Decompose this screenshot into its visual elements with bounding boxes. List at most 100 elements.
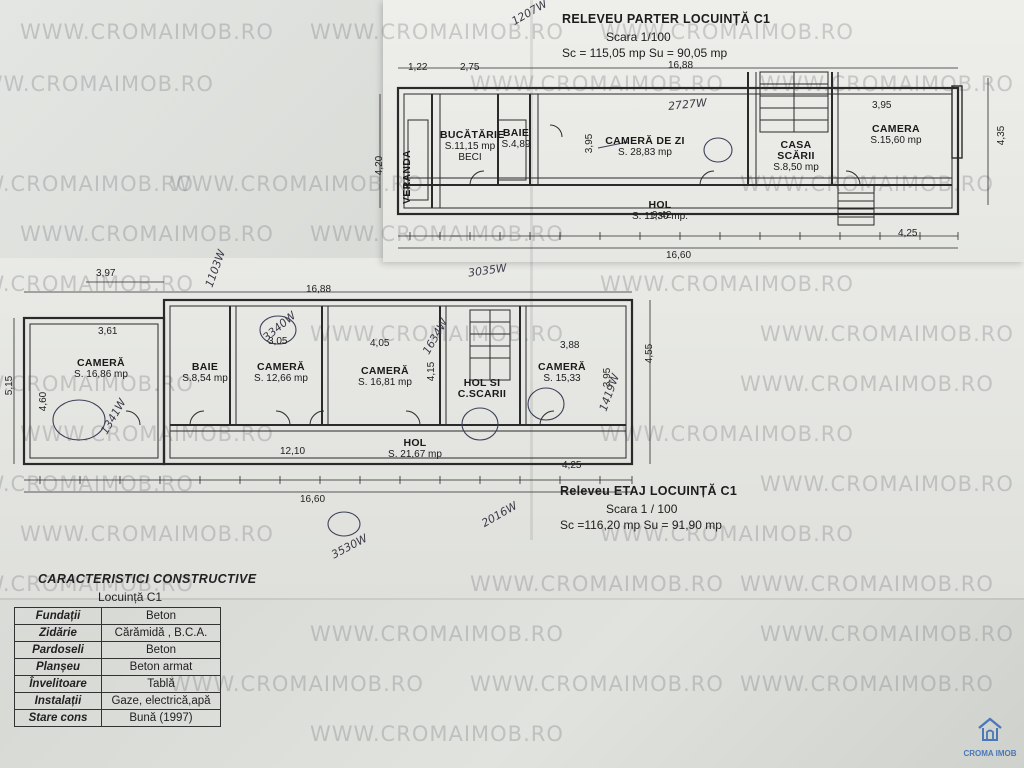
room-kitchen: BUCĂTĂRIE S.11,15 mp BECI: [440, 129, 505, 164]
room-area: S. 16,86 mp: [74, 369, 128, 380]
room-name: BUCĂTĂRIE: [440, 129, 505, 141]
spec-value: Cărămidă , B.C.A.: [101, 624, 221, 642]
dim-room2: 3,95: [584, 133, 596, 154]
croma-imob-logo: CROMA IMOB: [958, 716, 1022, 758]
dim-right: 4,35: [996, 125, 1008, 146]
room-name: HOL: [403, 437, 427, 449]
room-extra: BECI: [458, 152, 482, 163]
room-stairwell: CASA SCĂRII S.8,50 mp: [764, 139, 828, 174]
room-name: CAMERĂ: [538, 361, 586, 373]
handwritten-marks: [52, 137, 733, 537]
room-stair-hall: HOL SI C.SCARII: [450, 378, 514, 400]
room-bedroom-4: CAMERĂ S. 15,33: [530, 361, 594, 385]
spec-key: Planșeu: [14, 658, 102, 676]
ground-floor-areas: Sc = 115,05 mp Su = 90,05 mp: [562, 46, 728, 60]
room-living: CAMERĂ DE ZI S. 28,83 mp: [590, 135, 700, 159]
upper-floor-title: Releveu ETAJ LOCUINȚĂ C1: [560, 484, 738, 498]
dim-step: 4,25: [562, 460, 582, 471]
spec-value: Beton: [101, 607, 221, 625]
dim-r4: 3,88: [560, 340, 580, 351]
room-area: S. 15,33: [543, 373, 581, 384]
spec-key: Zidărie: [14, 624, 102, 642]
room-name: BAIE: [191, 361, 219, 373]
house-logo-icon: [978, 717, 1002, 741]
room-area: S. 21,67 mp: [388, 449, 442, 460]
room-hall-upper: HOL S. 21,67 mp: [360, 437, 470, 461]
dim-mid: 4,15: [426, 361, 438, 382]
room-bedroom-1: CAMERĂ S. 16,86 mp: [56, 357, 146, 381]
room-area: S. 16,81 mp: [358, 377, 412, 388]
spec-value: Bună (1997): [101, 709, 221, 727]
dim-top: 16,88: [306, 284, 332, 295]
room-name: CAMERĂ: [77, 357, 125, 369]
room-name: HOL: [648, 199, 672, 211]
room-name: CAMERĂ: [361, 365, 409, 377]
upper-floor-plan: [13, 281, 651, 493]
room-area: S. 11,30 mp.: [632, 211, 688, 222]
room-area: S. 12,66 mp: [254, 373, 308, 384]
room-name: CASA SCĂRII: [777, 139, 815, 162]
room-name: HOL SI C.SCARII: [457, 377, 507, 400]
room-name: CAMERĂ DE ZI: [605, 135, 685, 147]
characteristics-title: CARACTERISTICI CONSTRUCTIVE: [38, 572, 257, 586]
room-name: CAMERA: [872, 123, 920, 135]
dim-top: 16,88: [668, 60, 694, 71]
dim-left-top: 3,97: [96, 268, 116, 279]
dim-r3: 4,05: [370, 338, 390, 349]
dim-height2: 4,60: [38, 391, 50, 412]
ground-floor-scale: Scara 1/100: [606, 30, 671, 44]
room-veranda: VERANDA: [401, 150, 428, 205]
fold-line: [530, 0, 533, 540]
dim-r2: 3,05: [268, 336, 288, 347]
dim-right-height: 4,55: [644, 343, 656, 364]
dim-hol: 12,10: [280, 446, 306, 457]
dim-bottom: 16,60: [300, 494, 326, 505]
logo-text: CROMA IMOB: [963, 749, 1017, 758]
room-bath-upper: BAIE S.8,54 mp: [178, 361, 232, 385]
spec-value: Beton armat: [101, 658, 221, 676]
dim-room1: 3,95: [872, 100, 892, 111]
spec-key: Stare cons: [14, 709, 102, 727]
room-area: S.11,15 mp: [444, 141, 496, 152]
spec-value: Tablă: [101, 675, 221, 693]
dim-left2: 2,75: [460, 62, 480, 73]
room-name: BAIE: [502, 127, 530, 139]
ground-floor-plan: [379, 67, 989, 249]
room-name: VERANDA: [401, 150, 413, 205]
dim-left-width: 3,61: [98, 326, 118, 337]
dim-hol: 9,42: [652, 210, 672, 221]
upper-sheet: [383, 0, 1024, 262]
spec-key: Instalații: [14, 692, 102, 710]
ground-floor-title: RELEVEU PARTER LOCUINȚĂ C1: [562, 12, 771, 26]
dim-left: 4,20: [374, 155, 386, 176]
lower-sheet: [0, 258, 1024, 598]
room-area: S. 28,83 mp: [618, 147, 672, 158]
spec-value: Gaze, electrică,apă: [101, 692, 221, 710]
dim-height: 5,15: [4, 375, 16, 396]
dim-left3: 1,22: [408, 62, 428, 73]
room-name: CAMERĂ: [257, 361, 305, 373]
room-bedroom-2: CAMERĂ S. 12,66 mp: [244, 361, 318, 385]
spec-key: Fundații: [14, 607, 102, 625]
room-area: S.8,50 mp: [773, 162, 819, 173]
spec-key: Pardoseli: [14, 641, 102, 659]
fold-line-horizontal: [0, 598, 1024, 600]
room-bedroom: CAMERA S.15,60 mp: [846, 123, 946, 147]
room-bath: BAIE S.4,89: [500, 127, 532, 151]
spec-value: Beton: [101, 641, 221, 659]
room-area: S.4,89: [501, 139, 531, 150]
upper-floor-areas: Sc =116,20 mp Su = 91,90 mp: [560, 518, 722, 532]
room-area: S.8,54 mp: [182, 373, 228, 384]
room-area: S.15,60 mp: [870, 135, 922, 146]
spec-key: Învelitoare: [14, 675, 102, 693]
dim-step: 4,25: [898, 228, 918, 239]
upper-floor-scale: Scara 1 / 100: [606, 502, 678, 516]
room-hall: HOL S. 11,30 mp.: [610, 199, 710, 223]
